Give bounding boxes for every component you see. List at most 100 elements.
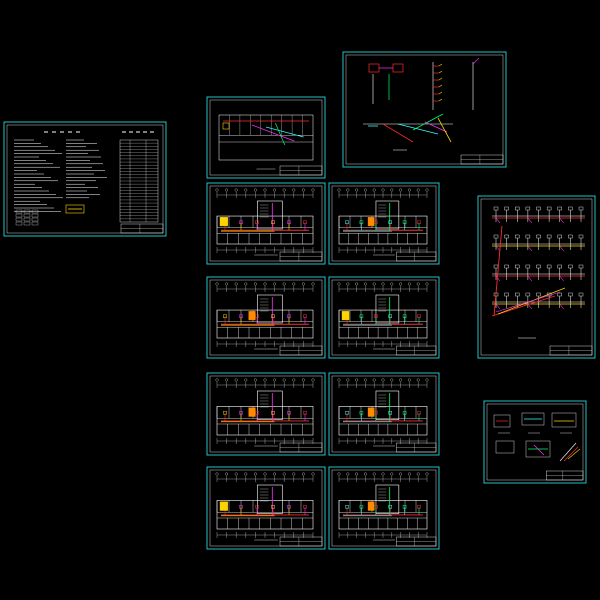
return-pipe [265,126,304,138]
detail-1 [493,414,511,428]
system-terminal [568,234,573,239]
sheet-floor-plan-2a [206,276,326,359]
sheet-system-diagram [477,195,596,359]
system-valve [527,275,533,282]
building-core [375,390,400,420]
grid-bubble [337,472,341,476]
legend-swatch [65,204,85,214]
fixture-symbol [239,410,243,415]
building-outline [216,406,314,436]
detail-iso [559,442,577,462]
grid-bubble [355,378,359,382]
building-outline [216,309,314,339]
system-valve [527,245,533,252]
riser-branch [472,57,480,65]
symbol-grid-cell [23,217,31,222]
system-terminal [536,234,541,239]
grid-bubble [346,188,350,192]
system-terminal [557,206,562,211]
riser-branch [438,91,443,95]
sheet-inner-border [331,469,437,547]
grid-bubble [234,472,238,476]
detail-pipe [533,444,545,456]
building-outline [338,500,428,530]
building-core [375,200,400,230]
iso-pipe [437,117,452,143]
iso-pipe [412,113,444,131]
grid-bubble [263,188,267,192]
building-outline [218,114,314,161]
fixture-symbol [417,220,421,225]
fixture-symbol [402,220,407,225]
symbol-grid-cell [31,217,39,222]
building-outline [216,215,314,245]
equipment-room [222,122,230,130]
sheet-inner-border [345,54,504,165]
sheet-inner-border [209,279,323,356]
grid-bubble [244,472,248,476]
grid-bubble [355,188,359,192]
grid-bubble [282,472,286,476]
grid-bubble [273,282,277,286]
fixture-symbol [271,314,275,319]
grid-bubble [355,472,359,476]
system-terminal [578,292,584,297]
system-trunk [495,291,561,313]
grid-bubble [372,378,376,382]
system-terminal [578,264,584,269]
grid-bubble [372,282,376,286]
detail-iso [567,448,581,460]
sheet-riser-diagram-1 [342,51,507,168]
grid-bubble [244,378,248,382]
fixture-symbol [303,314,307,319]
system-terminal [504,234,509,239]
system-terminal [546,264,552,269]
grid-bubble [416,378,420,382]
grid-bubble [381,282,385,286]
equipment-room [219,501,228,511]
grid-bubble [234,282,238,286]
building-core [375,484,400,514]
grid-bubble [346,378,350,382]
system-terminal [515,292,520,297]
grid-bubble [311,472,315,476]
grid-bubble [244,282,248,286]
grid-bubble [381,378,385,382]
fixture-symbol [359,410,364,415]
system-valve [495,275,501,282]
grid-bubble [282,378,286,382]
grid-bubble [263,282,267,286]
fixture-symbol [271,504,275,509]
grid-bubble [363,188,367,192]
symbol-grid-cell [15,221,23,226]
grid-bubble [225,472,229,476]
grid-bubble [407,188,411,192]
system-terminal [504,292,509,297]
equipment-room [367,407,375,417]
sheet-inner-border [486,403,584,481]
fixture-symbol [388,314,392,319]
riser-pipe [275,122,286,146]
system-terminal [557,234,562,239]
fixture-symbol [374,314,378,319]
system-terminal [525,206,531,211]
sheet-floor-plan-small [206,96,326,179]
grid-bubble [301,188,305,192]
grid-bubble [355,282,359,286]
fixture-symbol [287,504,291,509]
fixture-symbol [359,504,364,509]
fixture-symbol [239,504,243,509]
system-terminal [578,234,584,239]
fixture-symbol [223,314,227,319]
grid-bubble [215,282,219,286]
grid-bubble [225,378,229,382]
symbol-grid-cell [23,221,31,226]
building-core [257,390,283,420]
system-terminal [557,264,562,269]
system-terminal [568,292,573,297]
grid-bubble [244,188,248,192]
riser-branch [438,98,443,102]
sheet-floor-plan-1a [206,182,326,265]
iso-pipe [382,123,414,143]
